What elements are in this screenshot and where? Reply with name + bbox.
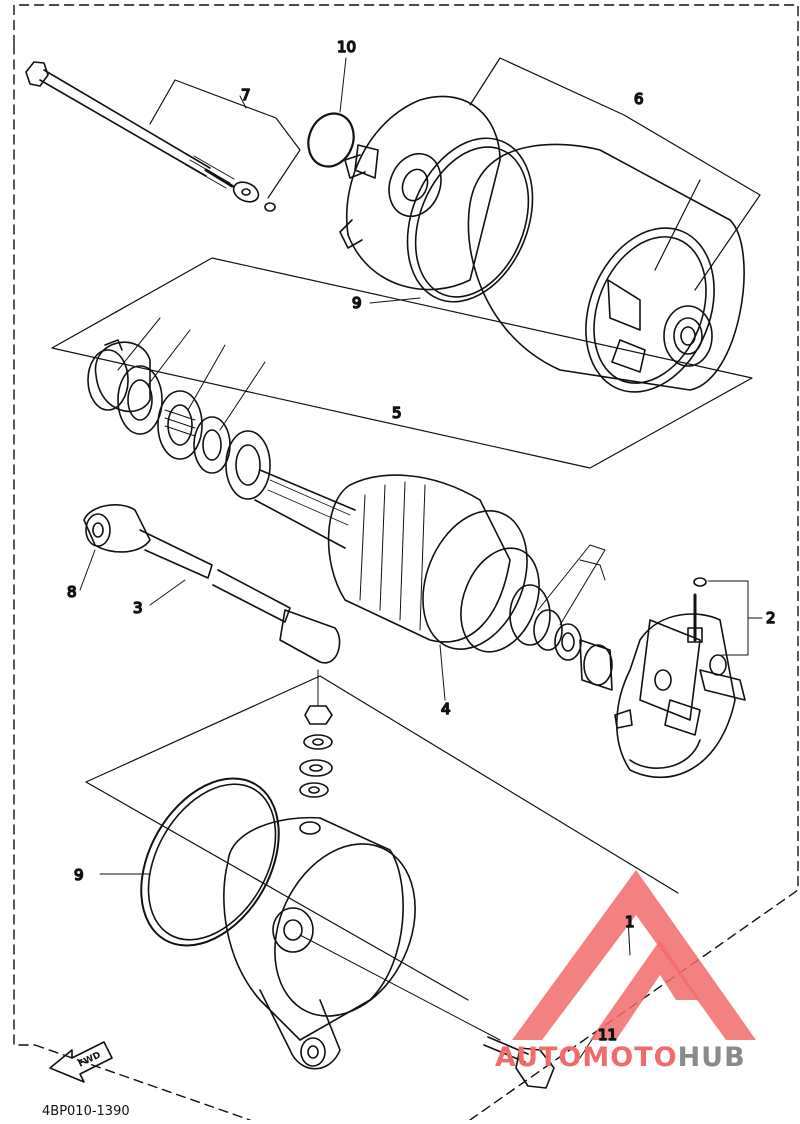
leader-lower-box [85,675,679,1001]
dashed-boundary [13,4,799,1121]
callout-7: 7 [241,86,251,104]
nut-washer-stack [299,669,333,798]
front-cover [140,777,416,1070]
callout-6: 6 [634,90,644,108]
fwd-arrow-icon [49,1041,113,1083]
armature [254,469,613,691]
watermark-text: AUTOMOTOHUB [495,1042,746,1073]
leader-4-fans [537,544,606,626]
bolt-11 [299,934,555,1089]
callout-1: 1 [625,913,635,931]
diagram-code: 4BP010-1390 [42,1104,130,1119]
callout-11: 11 [598,1026,617,1044]
leader-3 [149,579,186,606]
leader-2 [707,580,763,656]
watermark-logo-icon [512,870,756,1040]
leader-5-fans [117,317,266,431]
brush-holder [614,577,746,779]
leader-8 [79,549,96,591]
shim-washers [87,339,271,500]
callout-4: 4 [441,700,451,718]
callout-9-lower: 9 [74,866,84,884]
through-bolt-group [25,61,276,212]
callout-9-upper: 9 [352,294,362,312]
leader-6 [469,57,761,291]
lead-wire [83,504,341,664]
watermark-part-moto: MOTO [582,1042,677,1073]
callout-3: 3 [133,599,143,617]
watermark-part-auto: AUTO [495,1042,582,1073]
callout-10: 10 [337,38,356,56]
o-ring-10 [307,112,355,168]
callout-8: 8 [67,583,77,601]
callout-5: 5 [392,404,402,422]
leader-7 [149,79,301,199]
yoke-assembly [339,95,745,393]
callout-2: 2 [766,609,776,627]
leader-5 [51,257,753,469]
watermark-part-hub: HUB [678,1042,746,1073]
